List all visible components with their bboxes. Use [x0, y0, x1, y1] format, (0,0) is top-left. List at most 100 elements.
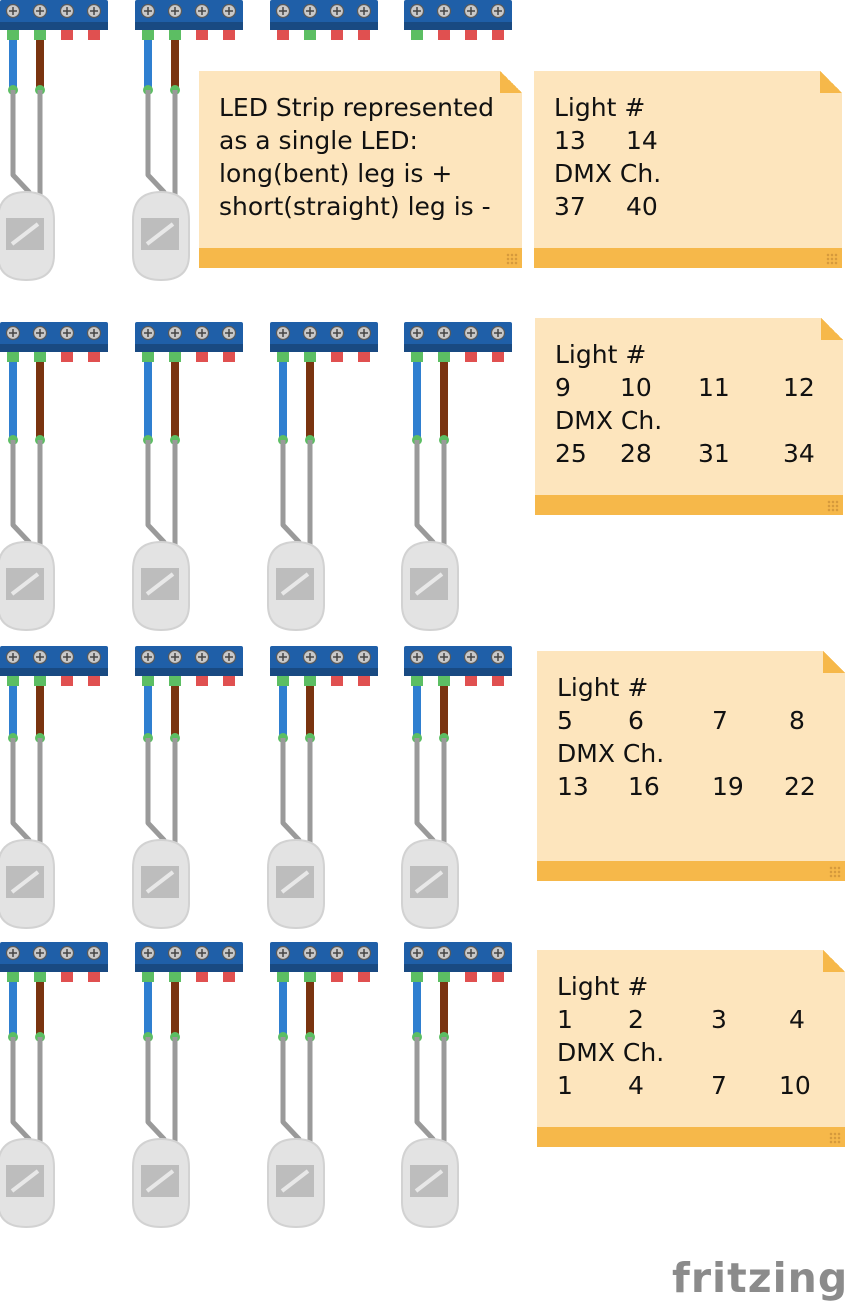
- led-die-mark: [145, 222, 175, 246]
- dmx-channel: 40: [626, 192, 658, 221]
- led-long-leg: [280, 738, 302, 853]
- led-long-leg: [414, 440, 436, 555]
- dmx-label: DMX Ch.: [557, 739, 665, 768]
- resize-grip-icon[interactable]: [826, 253, 838, 265]
- led-die-mark: [280, 870, 310, 894]
- note-fold-corner: [821, 318, 843, 340]
- led-strip-unit: [267, 942, 378, 1229]
- terminal-pin: [331, 352, 343, 362]
- led-strip-unit: [0, 942, 108, 1229]
- terminal-pin: [358, 30, 370, 40]
- terminal-pin: [465, 676, 477, 686]
- note-fold-corner: [823, 651, 845, 673]
- led-strip-unit: [0, 646, 108, 930]
- light-title: Light #: [557, 673, 649, 702]
- dmx-channel: 25: [555, 439, 587, 468]
- terminal-pin: [331, 30, 343, 40]
- dmx-channel: 16: [628, 772, 660, 801]
- terminal-pin: [492, 972, 504, 982]
- light-note-row4: Light # 1 2 3 4 DMX Ch. 1 4 7 10: [537, 950, 845, 1147]
- resize-grip-icon[interactable]: [829, 1132, 841, 1144]
- light-number: 6: [628, 706, 644, 735]
- led-strip-unit: [401, 322, 512, 632]
- terminal-pin: [492, 352, 504, 362]
- led-long-leg: [10, 90, 32, 205]
- terminal-pin: [142, 30, 154, 40]
- light-number: 10: [620, 373, 652, 402]
- note-bottom-bar: [537, 861, 845, 881]
- terminal-base: [0, 344, 108, 352]
- note-fold-corner: [823, 950, 845, 972]
- terminal-pin: [196, 676, 208, 686]
- terminal-pin: [277, 30, 289, 40]
- resize-grip-icon[interactable]: [827, 500, 839, 512]
- terminal-pin: [61, 676, 73, 686]
- terminal-base: [270, 668, 378, 676]
- note-fold-corner: [820, 71, 842, 93]
- dmx-channel: 22: [784, 772, 816, 801]
- led-long-leg: [145, 738, 167, 853]
- terminal-pin: [88, 30, 100, 40]
- light-number: 1: [557, 1005, 573, 1034]
- light-number: 7: [712, 706, 728, 735]
- note-bottom-bar: [534, 248, 842, 268]
- terminal-pin: [277, 352, 289, 362]
- dmx-channel: 31: [698, 439, 730, 468]
- terminal-pin: [142, 676, 154, 686]
- terminal-base: [404, 668, 512, 676]
- terminal-pin: [196, 352, 208, 362]
- terminal-base: [404, 964, 512, 972]
- terminal-pin: [304, 972, 316, 982]
- terminal-pin: [223, 972, 235, 982]
- led-die-mark: [10, 572, 40, 596]
- terminal-pin: [331, 676, 343, 686]
- light-note-row1: Light # 13 14 DMX Ch. 37 40: [534, 71, 842, 268]
- led-die-mark: [414, 572, 444, 596]
- led-long-leg: [414, 1037, 436, 1152]
- terminal-pin: [465, 30, 477, 40]
- led-strip-unit: [132, 0, 243, 282]
- terminal-pin: [223, 676, 235, 686]
- terminal-pin: [331, 972, 343, 982]
- terminal-pin: [438, 352, 450, 362]
- note-bottom-bar: [535, 495, 843, 515]
- terminal-pin: [61, 30, 73, 40]
- light-note-row3: Light # 5 6 7 8 DMX Ch. 13 16 19 22: [537, 651, 845, 881]
- terminal-pin: [61, 352, 73, 362]
- terminal-pin: [465, 972, 477, 982]
- terminal-pin: [7, 676, 19, 686]
- terminal-base: [135, 22, 243, 30]
- light-title: Light #: [554, 93, 646, 122]
- terminal-pin: [358, 676, 370, 686]
- terminal-pin: [169, 972, 181, 982]
- terminal-pin: [88, 352, 100, 362]
- light-title: Light #: [557, 972, 649, 1001]
- terminal-base: [0, 668, 108, 676]
- terminal-pin: [61, 972, 73, 982]
- fritzing-logo: fritzing: [672, 1254, 846, 1302]
- terminal-base: [135, 344, 243, 352]
- light-number: 5: [557, 706, 573, 735]
- resize-grip-icon[interactable]: [829, 866, 841, 878]
- led-strip-unit: [132, 646, 243, 930]
- terminal-pin: [142, 352, 154, 362]
- led-long-leg: [280, 1037, 302, 1152]
- terminal-pin: [169, 676, 181, 686]
- led-strip-unit: [132, 322, 243, 632]
- light-number: 13: [554, 126, 586, 155]
- note-bottom-bar: [537, 1127, 845, 1147]
- led-long-leg: [10, 440, 32, 555]
- led-strip-unit: [0, 0, 108, 282]
- led-long-leg: [10, 1037, 32, 1152]
- terminal-pin: [492, 30, 504, 40]
- light-number: 12: [783, 373, 815, 402]
- dmx-channel: 13: [557, 772, 589, 801]
- terminal-base: [135, 668, 243, 676]
- terminal-pin: [277, 972, 289, 982]
- led-die-mark: [280, 572, 310, 596]
- terminal-pin: [196, 972, 208, 982]
- led-die-mark: [10, 870, 40, 894]
- resize-grip-icon[interactable]: [506, 253, 518, 265]
- note-fold-corner: [500, 71, 522, 93]
